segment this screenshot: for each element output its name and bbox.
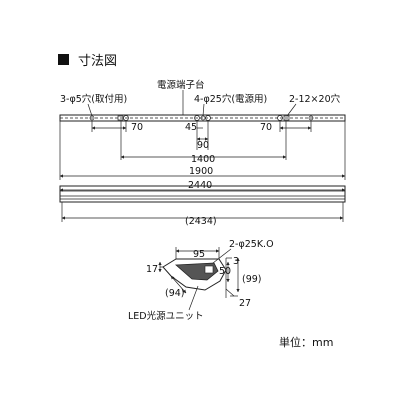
terminal-label: 電源端子台 xyxy=(157,79,205,91)
power-hole xyxy=(194,115,200,121)
dim-17: 17 xyxy=(146,264,158,275)
fixture-body-side xyxy=(59,185,346,203)
fixture-top-view xyxy=(59,114,346,122)
dim-90: 90 xyxy=(197,140,209,151)
dim-50: 50 xyxy=(219,266,231,277)
slot-hole xyxy=(283,115,290,121)
cross-section xyxy=(160,247,227,298)
dim-1900: 1900 xyxy=(189,166,213,177)
dim-2440: 2440 xyxy=(188,180,212,191)
dim-70-left: 70 xyxy=(131,122,143,133)
power-hole xyxy=(123,115,129,121)
unit-label: 単位：mm xyxy=(279,335,333,349)
dim-3: 3 xyxy=(233,256,239,267)
slot-label: 2-12×20穴 xyxy=(289,93,341,105)
dim-2434: (2434) xyxy=(185,216,217,227)
dim-27: 27 xyxy=(239,298,251,309)
hole-label-3: 3-φ5穴(取付用) xyxy=(60,93,127,105)
title: 寸法図 xyxy=(78,54,117,69)
dim-95: 95 xyxy=(193,249,205,260)
power-hole xyxy=(277,115,283,121)
title-square-icon xyxy=(58,54,69,65)
power-hole xyxy=(205,115,211,121)
slot-hole xyxy=(117,115,124,121)
dim-1400: 1400 xyxy=(191,154,215,165)
hole-label-4: 4-φ25穴(電源用) xyxy=(194,93,267,105)
led-unit-label: LED光源ユニット xyxy=(128,310,204,322)
section-hole-label: 2-φ25K.O xyxy=(229,239,274,250)
dim-45: 45 xyxy=(185,122,197,133)
dim-99: (99) xyxy=(242,274,262,285)
dim-70-right: 70 xyxy=(260,122,272,133)
dim-94: (94) xyxy=(165,288,185,299)
mounting-hole xyxy=(308,115,314,121)
